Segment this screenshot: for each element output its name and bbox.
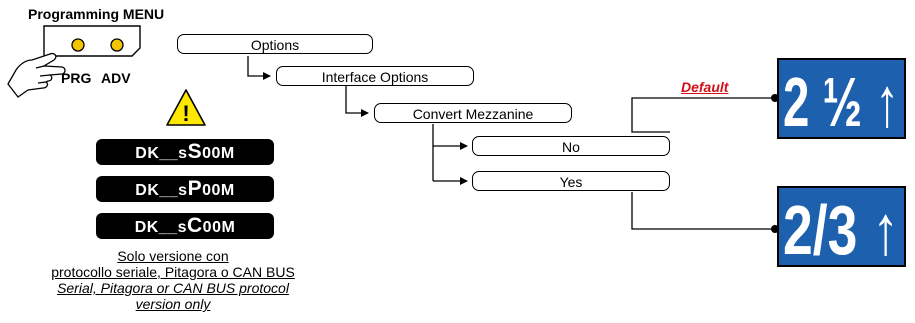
note-it-line-2: protocollo seriale, Pitagora o CAN BUS xyxy=(51,264,295,280)
warning-exclamation: ! xyxy=(182,101,189,126)
code-suffix: 00M xyxy=(202,219,236,236)
version-note: Solo versione con protocollo seriale, Pi… xyxy=(25,248,321,312)
keypad-panel xyxy=(43,25,141,57)
display-default: 2 ½ ↑ xyxy=(777,58,906,141)
code-suffix: 00M xyxy=(202,145,235,162)
adv-led-icon xyxy=(110,38,124,52)
default-label: Default xyxy=(681,79,729,95)
display-default-text: 2 ½ ↑ xyxy=(783,63,899,137)
menu-item-options[interactable]: Options xyxy=(177,34,373,54)
prg-led-icon xyxy=(71,38,85,52)
prg-button-label[interactable]: PRG xyxy=(61,70,92,86)
code-prefix: DK__s xyxy=(134,219,187,236)
code-letter: C xyxy=(187,214,203,237)
note-en-line-1: Serial, Pitagora or CAN BUS protocol xyxy=(57,280,289,296)
pointing-hand-icon xyxy=(7,52,66,98)
menu-item-convert-mezzanine[interactable]: Convert Mezzanine xyxy=(374,103,572,123)
adv-button-label[interactable]: ADV xyxy=(101,70,131,86)
display-yes-text: 2/3 ↑ xyxy=(783,191,899,265)
code-badge-sc00m: DK__sC00M xyxy=(96,213,274,239)
code-badge-ss00m: DK__sS00M xyxy=(96,139,274,165)
menu-item-yes[interactable]: Yes xyxy=(472,171,670,191)
menu-item-interface-options[interactable]: Interface Options xyxy=(276,66,474,86)
code-suffix: 00M xyxy=(202,182,235,199)
warning-triangle-icon xyxy=(166,89,206,126)
menu-item-no[interactable]: No xyxy=(472,136,670,156)
note-it-line-1: Solo versione con xyxy=(117,248,229,264)
display-yes: 2/3 ↑ xyxy=(777,186,906,269)
code-prefix: DK__s xyxy=(135,182,188,199)
page-title: Programming MENU xyxy=(28,6,165,22)
code-badge-sp00m: DK__sP00M xyxy=(96,176,274,202)
code-letter: S xyxy=(187,140,203,163)
code-prefix: DK__s xyxy=(135,145,188,162)
code-letter: P xyxy=(187,177,203,200)
note-en-line-2: version only xyxy=(135,296,211,312)
